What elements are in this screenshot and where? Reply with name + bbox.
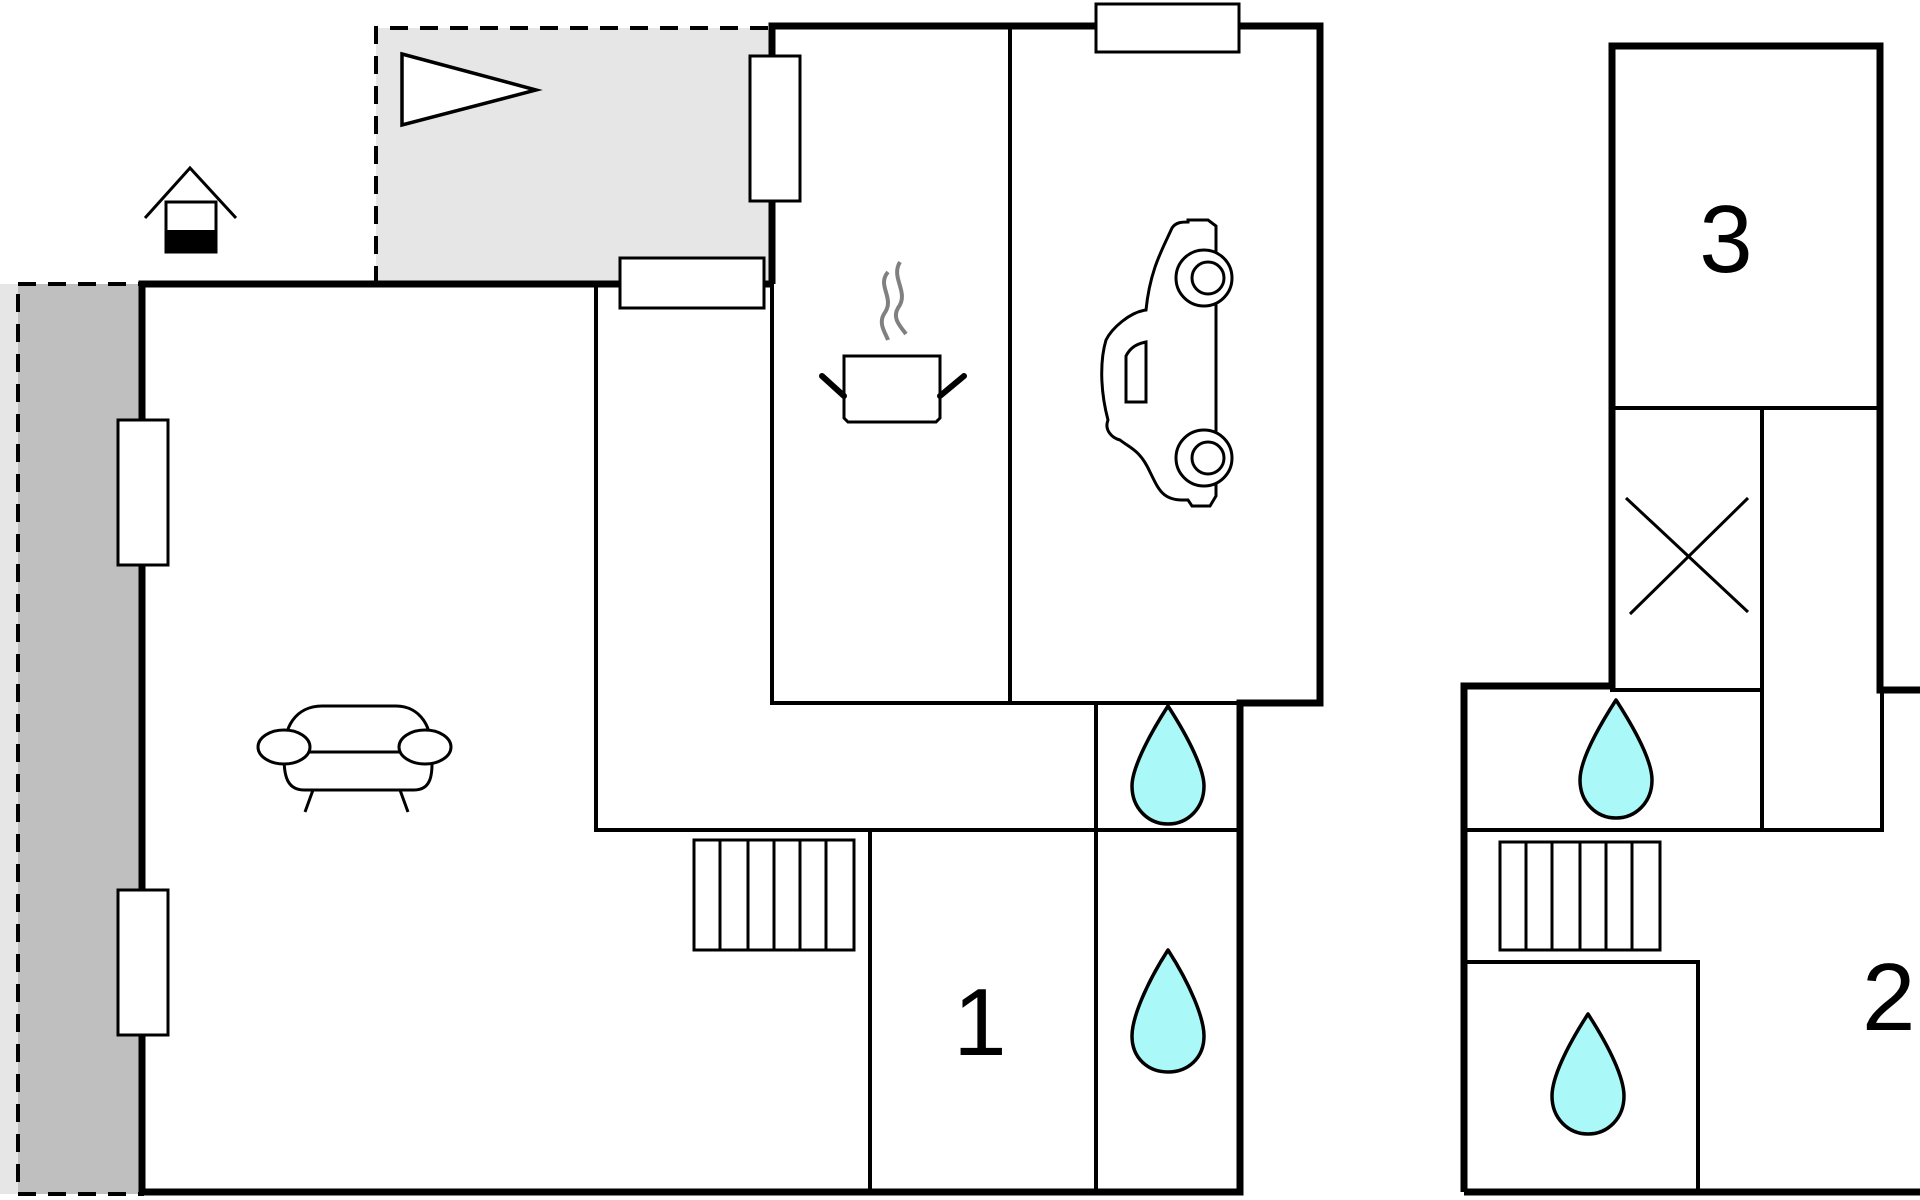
terrace-flag-icon <box>400 51 543 128</box>
second-building-walls <box>1460 42 1920 1192</box>
room-label-2: 2 <box>1862 944 1915 1051</box>
stairs-icon <box>1498 840 1662 952</box>
stairs-icon <box>692 838 856 952</box>
interior-walls-left <box>594 28 1240 1192</box>
sofa-icon <box>256 704 453 813</box>
house-entrance-icon <box>143 165 238 254</box>
room-label-1: 1 <box>953 969 1006 1076</box>
x-void-icon <box>1624 496 1750 616</box>
windows <box>116 2 1241 1037</box>
car-garage-icon <box>1100 218 1234 508</box>
water-drop-icon <box>1130 698 1654 1136</box>
interior-walls-right <box>1464 406 1884 1192</box>
kitchen-pot-icon <box>819 260 967 424</box>
room-label-3: 3 <box>1699 186 1752 293</box>
